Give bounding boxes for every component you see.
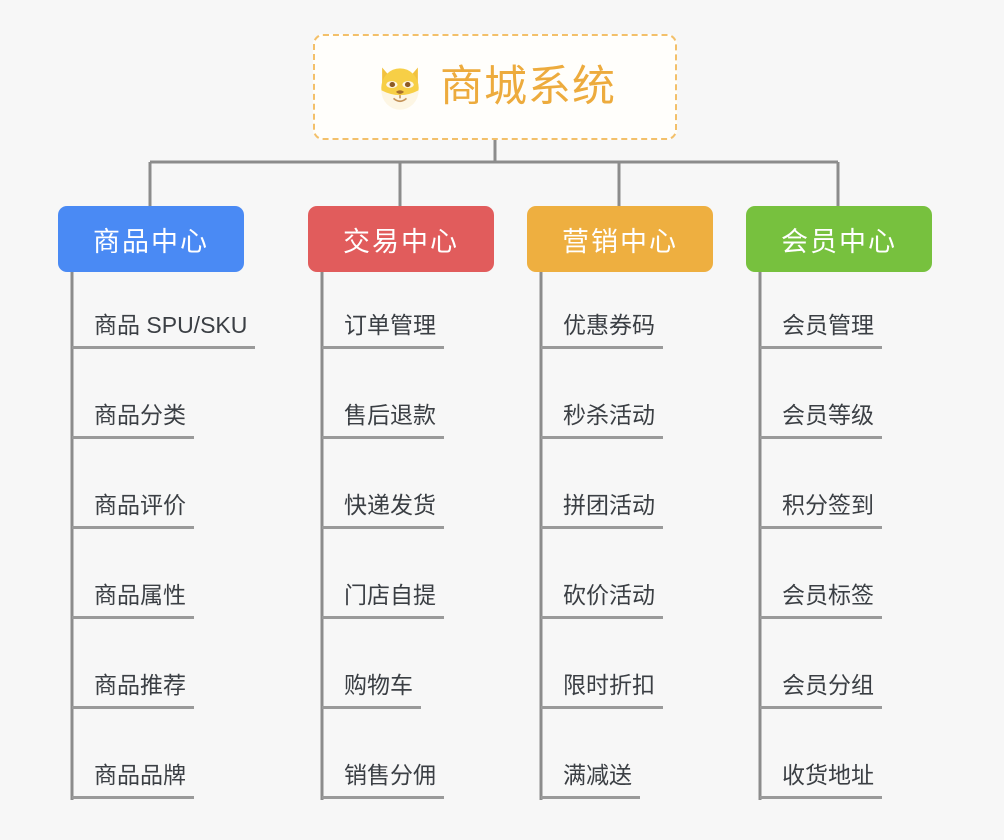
- leaf-item-label: 商品推荐: [94, 672, 186, 698]
- leaf-item-label: 门店自提: [344, 582, 436, 608]
- leaf-item-label: 会员标签: [782, 582, 874, 608]
- leaf-item[interactable]: 积分签到: [760, 483, 882, 529]
- leaf-item[interactable]: 购物车: [322, 663, 421, 709]
- leaf-item[interactable]: 会员等级: [760, 393, 882, 439]
- leaf-item-rule: [72, 346, 256, 349]
- leaf-item-rule: [72, 526, 194, 529]
- leaf-item[interactable]: 销售分佣: [322, 753, 444, 799]
- leaf-item-label: 销售分佣: [344, 762, 436, 788]
- category-label: 会员中心: [781, 226, 897, 257]
- leaf-item-label: 砍价活动: [563, 582, 655, 608]
- leaf-item[interactable]: 会员标签: [760, 573, 882, 619]
- leaf-item[interactable]: 满减送: [541, 753, 640, 799]
- leaf-item[interactable]: 拼团活动: [541, 483, 663, 529]
- leaf-item-rule: [541, 706, 663, 709]
- leaf-item-label: 商品评价: [94, 492, 186, 518]
- leaf-item[interactable]: 商品品牌: [72, 753, 194, 799]
- leaf-item[interactable]: 门店自提: [322, 573, 444, 619]
- leaf-item[interactable]: 商品分类: [72, 393, 194, 439]
- leaf-item-label: 购物车: [344, 672, 413, 698]
- leaf-item[interactable]: 商品推荐: [72, 663, 194, 709]
- category-box-2[interactable]: 交易中心: [308, 206, 494, 272]
- leaf-item-label: 会员管理: [782, 312, 874, 338]
- leaf-item-label: 限时折扣: [563, 672, 655, 698]
- leaf-item-rule: [322, 436, 444, 439]
- leaf-item[interactable]: 优惠券码: [541, 303, 663, 349]
- leaf-item[interactable]: 限时折扣: [541, 663, 663, 709]
- leaf-item-rule: [760, 616, 882, 619]
- leaf-item-label: 商品属性: [94, 582, 186, 608]
- category-label: 营销中心: [562, 226, 678, 257]
- category-label: 商品中心: [93, 226, 209, 257]
- category-label: 交易中心: [343, 226, 459, 257]
- leaf-item-label: 售后退款: [344, 402, 436, 428]
- leaf-item[interactable]: 商品属性: [72, 573, 194, 619]
- leaf-item-rule: [760, 706, 882, 709]
- leaf-item[interactable]: 商品 SPU/SKU: [72, 303, 256, 349]
- leaf-item-label: 秒杀活动: [563, 402, 655, 428]
- leaf-item-rule: [322, 796, 444, 799]
- leaf-item[interactable]: 会员管理: [760, 303, 882, 349]
- dog-face-icon: [381, 67, 419, 110]
- leaf-item[interactable]: 会员分组: [760, 663, 882, 709]
- leaf-item-label: 拼团活动: [563, 492, 655, 518]
- leaf-item-rule: [72, 706, 194, 709]
- leaf-item[interactable]: 订单管理: [322, 303, 444, 349]
- leaf-item-rule: [760, 436, 882, 439]
- leaf-item[interactable]: 快递发货: [322, 483, 444, 529]
- leaf-item-rule: [541, 526, 663, 529]
- leaf-item-label: 满减送: [563, 762, 632, 788]
- leaf-item-label: 订单管理: [344, 312, 436, 338]
- leaf-item-rule: [322, 346, 444, 349]
- leaf-item-rule: [760, 346, 882, 349]
- leaf-item-label: 商品分类: [94, 402, 186, 428]
- leaf-item-rule: [72, 616, 194, 619]
- leaf-item-label: 商品品牌: [94, 762, 186, 788]
- leaf-item-label: 会员分组: [782, 672, 874, 698]
- leaf-item[interactable]: 秒杀活动: [541, 393, 663, 439]
- leaf-item[interactable]: 砍价活动: [541, 573, 663, 619]
- leaf-item-label: 快递发货: [344, 492, 436, 518]
- root-node[interactable]: 商城系统: [313, 34, 677, 140]
- leaf-item-rule: [760, 796, 882, 799]
- leaf-item-label: 收货地址: [782, 762, 874, 788]
- leaf-item-rule: [541, 436, 663, 439]
- leaf-item-label: 积分签到: [782, 492, 874, 518]
- leaf-item[interactable]: 售后退款: [322, 393, 444, 439]
- leaf-item-rule: [72, 436, 194, 439]
- category-box-4[interactable]: 会员中心: [746, 206, 932, 272]
- leaf-item-rule: [760, 526, 882, 529]
- leaf-item-rule: [322, 526, 444, 529]
- category-box-3[interactable]: 营销中心: [527, 206, 713, 272]
- leaf-item[interactable]: 收货地址: [760, 753, 882, 799]
- leaf-item-label: 会员等级: [782, 402, 874, 428]
- leaf-item-label: 商品 SPU/SKU: [94, 312, 248, 338]
- leaf-item-rule: [541, 346, 663, 349]
- leaf-item-label: 优惠券码: [563, 312, 655, 338]
- leaf-item-rule: [322, 706, 421, 709]
- root-title: 商城系统: [440, 62, 616, 111]
- leaf-item[interactable]: 商品评价: [72, 483, 194, 529]
- leaf-item-rule: [541, 796, 640, 799]
- category-box-1[interactable]: 商品中心: [58, 206, 244, 272]
- leaf-item-rule: [322, 616, 444, 619]
- leaf-item-rule: [541, 616, 663, 619]
- leaf-item-rule: [72, 796, 194, 799]
